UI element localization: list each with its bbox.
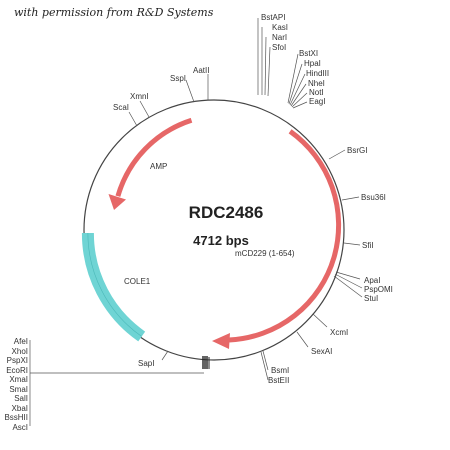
- insert-arrow-head: [212, 333, 230, 349]
- site-kasi: KasI: [272, 23, 288, 32]
- site-sspi: SspI: [170, 74, 186, 83]
- amp-arrow-head: [108, 194, 126, 210]
- site-sexai-group: SexAI: [296, 331, 332, 356]
- site-cluster-mcs: AfeI XhoI PspXI EcoRI XmaI SmaI SalI Xba…: [4, 337, 204, 432]
- site-smai: SmaI: [9, 385, 28, 394]
- cole1-label: COLE1: [124, 277, 151, 286]
- site-scai-group: ScaI: [113, 103, 138, 127]
- site-sspi-group: SspI: [170, 74, 195, 103]
- insert-label: mCD229 (1-654): [235, 249, 295, 258]
- site-hpai: HpaI: [304, 59, 321, 68]
- site-bsrgi-group: BsrGI: [328, 146, 367, 160]
- site-cluster-bsmi: BsmI BstEII: [260, 350, 289, 385]
- site-xbai: XbaI: [12, 404, 28, 413]
- site-xcmi-group: XcmI: [312, 313, 348, 337]
- mcs-ticks: [202, 356, 210, 369]
- site-sfii: SfiI: [362, 241, 374, 250]
- site-stui: StuI: [364, 294, 378, 303]
- site-bsrgi: BsrGI: [347, 146, 367, 155]
- site-bstapi: BstAPI: [261, 13, 285, 22]
- insert-arrow-shaft: [228, 129, 342, 343]
- site-ecori: EcoRI: [6, 366, 28, 375]
- site-scai: ScaI: [113, 103, 129, 112]
- site-apai: ApaI: [364, 276, 380, 285]
- amp-arrow-shaft: [115, 117, 193, 197]
- site-noti: NotI: [309, 88, 324, 97]
- amp-label: AMP: [150, 162, 167, 171]
- site-xhoi: XhoI: [12, 347, 28, 356]
- plasmid-name: RDC2486: [189, 203, 264, 222]
- site-psppomi: PspOMI: [364, 285, 393, 294]
- site-sexai: SexAI: [311, 347, 332, 356]
- site-sfoi: SfoI: [272, 43, 286, 52]
- site-sapi: SapI: [138, 359, 154, 368]
- site-xcmi: XcmI: [330, 328, 348, 337]
- cole1-outline: [87, 232, 142, 337]
- site-bstxi: BstXI: [299, 49, 318, 58]
- site-bsshii: BssHII: [4, 413, 28, 422]
- site-asci: AscI: [12, 423, 28, 432]
- site-cluster-bstxi: BstXI HpaI HindIII NheI NotI EagI: [287, 49, 329, 109]
- site-bsu36i-group: Bsu36I: [341, 193, 386, 202]
- site-bsmi: BsmI: [271, 366, 289, 375]
- site-cluster-apai: ApaI PspOMI StuI: [333, 271, 393, 303]
- site-xmai: XmaI: [9, 375, 28, 384]
- site-sfii-group: SfiI: [343, 241, 374, 250]
- site-xmni-group: XmnI: [130, 92, 150, 118]
- site-cluster-bstapi: BstAPI KasI NarI SfoI: [257, 13, 288, 97]
- site-afei: AfeI: [14, 337, 28, 346]
- site-bsteii: BstEII: [268, 376, 289, 385]
- site-sapi-group: SapI: [138, 350, 169, 368]
- site-eagi: EagI: [309, 97, 325, 106]
- plasmid-backbone: [83, 99, 345, 361]
- site-aatii: AatII: [193, 66, 209, 75]
- site-xmni: XmnI: [130, 92, 149, 101]
- plasmid-size: 4712 bps: [193, 233, 249, 248]
- site-pspxi: PspXI: [7, 356, 28, 365]
- site-bsu36i: Bsu36I: [361, 193, 386, 202]
- site-aatii-group: AatII: [193, 66, 209, 100]
- credit-text: with permission from R&D Systems: [14, 6, 214, 19]
- site-sali: SalI: [14, 394, 28, 403]
- site-hindiii: HindIII: [306, 69, 329, 78]
- site-nhei: NheI: [308, 79, 325, 88]
- site-nari: NarI: [272, 33, 287, 42]
